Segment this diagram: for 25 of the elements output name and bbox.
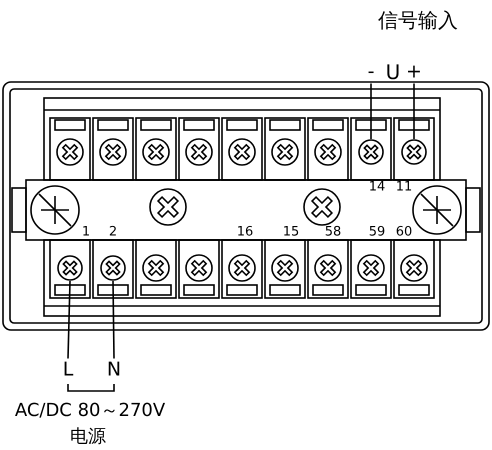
- wire: [413, 84, 415, 139]
- terminal-number: 11: [396, 180, 412, 194]
- power-label: 电源: [70, 428, 106, 446]
- terminal-screw: [358, 139, 384, 165]
- terminal-label: +: [406, 62, 422, 82]
- terminal-label: L: [62, 360, 74, 380]
- voltage-label: AC/DC 80～270V: [14, 402, 166, 420]
- wire: [67, 280, 71, 359]
- terminal-number: 59: [368, 226, 386, 238]
- terminal-screw: [401, 139, 427, 165]
- terminal-label: -: [368, 62, 374, 82]
- terminal-number: 2: [108, 226, 118, 238]
- terminal-number: 14: [368, 180, 386, 194]
- terminal-number: 60: [396, 226, 412, 238]
- terminal-number: 15: [282, 226, 300, 238]
- terminal-label: N: [106, 360, 122, 380]
- wire: [370, 84, 372, 139]
- terminal-number: 16: [236, 226, 254, 238]
- terminal-number: 1: [82, 226, 90, 238]
- terminal-number: 58: [324, 226, 342, 238]
- wire: [112, 280, 115, 359]
- terminal-screw: [57, 255, 83, 281]
- terminal-label: U: [386, 62, 400, 82]
- terminal-screw: [100, 255, 126, 281]
- heading: 信号输入: [378, 10, 458, 30]
